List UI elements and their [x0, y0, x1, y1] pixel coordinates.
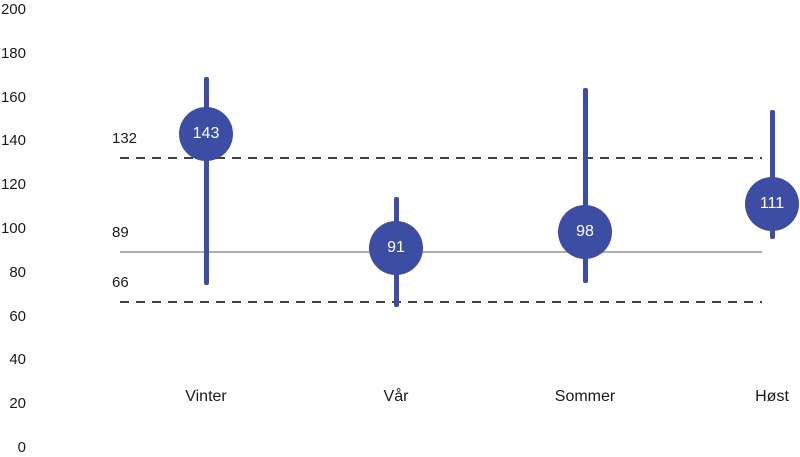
marker-sommer: 98 — [558, 205, 612, 260]
marker-vinter: 143 — [179, 106, 233, 161]
y-axis-tick-label: 0 — [17, 439, 26, 456]
y-axis-tick-label: 140 — [0, 132, 26, 150]
y-axis-tick-label: 120 — [0, 176, 26, 194]
y-axis-tick-label: 200 — [0, 1, 26, 18]
y-axis-tick-label: 40 — [9, 351, 26, 369]
range-line-sommer — [582, 87, 588, 283]
y-axis-tick-label: 60 — [9, 307, 26, 325]
range-line-vinter — [203, 76, 209, 285]
reference-line-label-89: 89 — [112, 224, 129, 242]
reference-line-66 — [120, 301, 762, 304]
y-axis-tick-label: 180 — [0, 44, 26, 62]
reference-line-label-66: 66 — [112, 274, 129, 292]
category-label-host: Høst — [755, 388, 789, 405]
category-label-vinter: Vinter — [185, 388, 227, 405]
y-axis-tick-label: 20 — [9, 395, 26, 413]
y-axis-tick-label: 100 — [0, 220, 26, 237]
y-axis-tick-label: 160 — [0, 88, 26, 106]
marker-var: 91 — [369, 220, 423, 275]
category-label-var: Vår — [383, 388, 409, 405]
reference-line-89 — [120, 251, 762, 254]
reference-line-label-132: 132 — [112, 129, 138, 147]
reference-line-132 — [120, 156, 762, 159]
range-line-host — [769, 109, 775, 239]
category-label-sommer: Sommer — [554, 388, 616, 405]
marker-host: 111 — [745, 176, 799, 231]
y-axis-tick-label: 80 — [9, 263, 26, 281]
